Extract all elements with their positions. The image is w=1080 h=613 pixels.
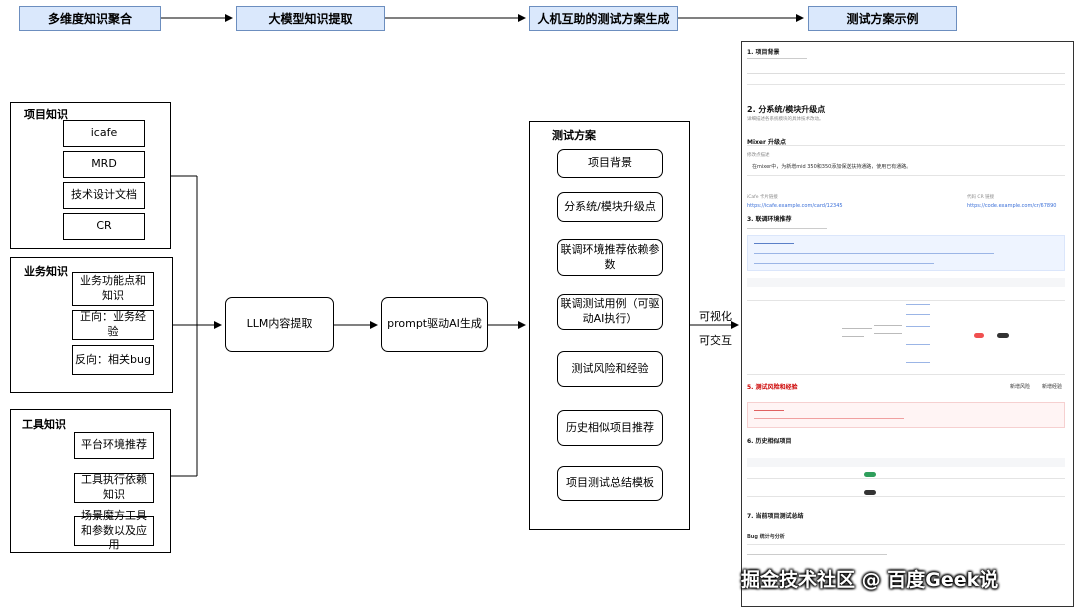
doc-section3-title: 3. 联调环境推荐 (747, 216, 792, 223)
plan-item-summary: 项目测试总结模板 (557, 466, 663, 501)
stage-label: 测试方案示例 (846, 12, 919, 26)
project-knowledge-title: 项目知识 (24, 108, 68, 121)
test-plan-title: 测试方案 (552, 129, 596, 142)
business-item-positive-exp: 正向：业务经验 (72, 310, 154, 340)
stage-label: 多维度知识聚合 (47, 12, 132, 26)
doc-action-pill (997, 333, 1009, 338)
label-interactive: 可交互 (699, 334, 732, 347)
doc-section2-title: 2. 分系统/模块升级点 (747, 105, 826, 114)
label-visualize: 可视化 (699, 310, 732, 323)
doc-section5-label: 5. 测试风险和经验 (747, 384, 798, 391)
doc-history-table-header (747, 458, 1065, 467)
prompt-generation-box: prompt驱动AI生成 (381, 297, 488, 352)
plan-item-risks: 测试风险和经验 (557, 351, 663, 387)
doc-icafe-link[interactable]: https://icafe.example.com/card/12345 (747, 203, 843, 209)
doc-risk-warning-box (747, 402, 1065, 428)
stage-label: 人机互助的测试方案生成 (537, 12, 670, 26)
tool-item-exec-deps: 工具执行依赖知识 (74, 473, 154, 503)
stage-knowledge-aggregation: 多维度知识聚合 (19, 6, 161, 31)
doc-section5-title: 5. 测试风险和经验 (747, 382, 798, 391)
doc-section7-title: 7. 当前项目测试总结 (747, 513, 804, 520)
project-item-cr: CR (63, 213, 145, 240)
doc-section6-title: 6. 历史相似项目 (747, 438, 792, 445)
tool-item-scene-cube: 场景魔方工具和参数以及应用 (74, 509, 154, 551)
plan-item-history: 历史相似项目推荐 (557, 410, 663, 446)
doc-mixer-title: Mixer 升级点 (747, 139, 787, 146)
project-item-icafe: icafe (63, 120, 145, 147)
project-item-tech-design: 技术设计文档 (63, 182, 145, 209)
stage-label: 大模型知识提取 (268, 12, 353, 26)
doc-mixer-label: 修改点描述 (747, 153, 770, 158)
plan-item-background: 项目背景 (557, 149, 663, 178)
stage-llm-extraction: 大模型知识提取 (236, 6, 385, 31)
doc-new-risk-button[interactable]: 新增风险 (1010, 384, 1031, 390)
tool-knowledge-title: 工具知识 (22, 418, 66, 431)
test-plan-example-screenshot: 1. 项目背景 2. 分系统/模块升级点 详细描述各系统模块的具体技术改动。 M… (741, 41, 1074, 607)
business-item-related-bug: 反向：相关bug (72, 345, 154, 375)
stage-plan-example: 测试方案示例 (808, 6, 957, 31)
doc-history-badge-1 (864, 472, 876, 477)
plan-item-test-cases: 联调测试用例（可驱动AI执行） (557, 294, 663, 330)
doc-status-pill (974, 333, 984, 338)
doc-section2-subtitle: 详细描述各系统模块的具体技术改动。 (747, 117, 824, 122)
doc-history-badge-2 (864, 490, 876, 495)
plan-item-upgrade-points: 分系统/模块升级点 (557, 192, 663, 222)
doc-bug-stats: Bug 统计与分析 (747, 534, 785, 540)
llm-extraction-box: LLM内容提取 (225, 297, 334, 352)
tool-item-env-recommend: 平台环境推荐 (74, 432, 154, 459)
watermark: 掘金技术社区 @ 百度Geek说 (741, 569, 999, 591)
business-item-features: 业务功能点和知识 (72, 272, 154, 306)
project-item-mrd: MRD (63, 151, 145, 178)
doc-mixer-text: 在mixer中，为新增mid 350和350添加保送扶持通路，使用已有通路。 (752, 164, 912, 170)
doc-cr-link[interactable]: https://code.example.com/cr/67890 (967, 203, 1057, 209)
doc-table-header (747, 278, 1065, 287)
doc-cr-label: 代码 CR 链接 (967, 195, 995, 200)
doc-new-exp-button[interactable]: 新增经验 (1042, 384, 1063, 390)
plan-item-env-params: 联调环境推荐依赖参数 (557, 239, 663, 276)
doc-section1-title: 1. 项目背景 (747, 49, 780, 56)
doc-icafe-label: iCafe 卡片链接 (747, 195, 778, 200)
stage-plan-generation: 人机互助的测试方案生成 (529, 6, 678, 31)
business-knowledge-title: 业务知识 (24, 265, 68, 278)
